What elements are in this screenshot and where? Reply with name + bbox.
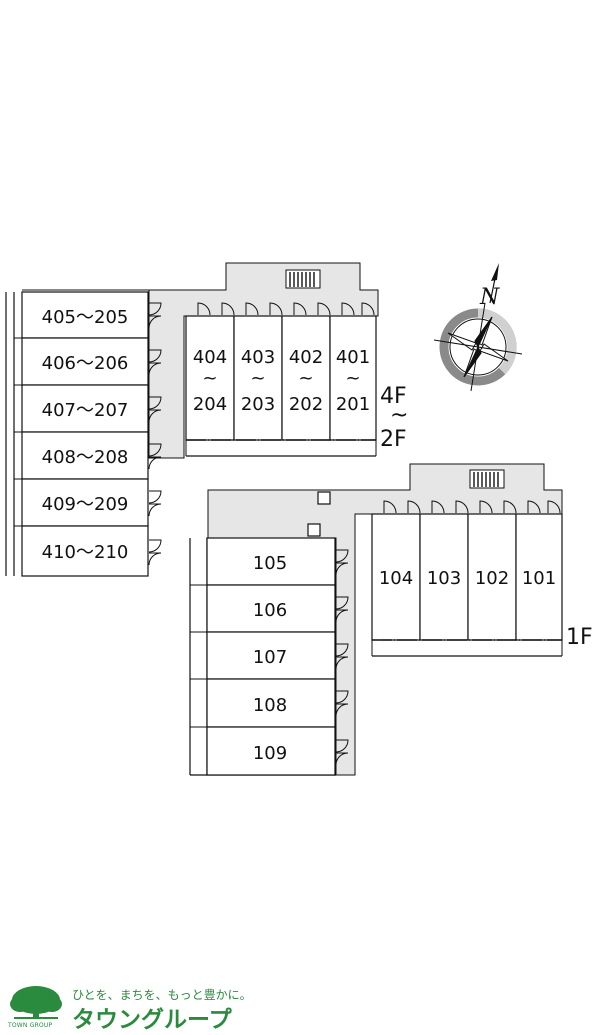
unit-label-105: 105 xyxy=(253,553,287,574)
unit-404 xyxy=(185,315,235,441)
unit-label-401-sep: ~ xyxy=(345,368,360,389)
unit-label-404-top: 404 xyxy=(193,347,227,368)
floor-plan: 405～205 406～206 407～207 408～208 409～209 … xyxy=(5,262,593,776)
door-icon xyxy=(148,539,162,553)
unit-410 xyxy=(21,525,149,577)
door-icon xyxy=(479,500,493,514)
unit-102 xyxy=(467,513,517,641)
door-icon xyxy=(245,302,259,316)
corridor-4f-2f xyxy=(22,262,379,459)
north-units-1f: 104 103 102 101 xyxy=(371,500,563,657)
floor-label-4f: 4F xyxy=(380,384,407,409)
stairs-icon xyxy=(469,469,505,489)
unit-label-402-sep: ~ xyxy=(298,368,313,389)
unit-label-403-top: 403 xyxy=(241,347,275,368)
unit-label-102: 102 xyxy=(475,568,509,589)
door-icon xyxy=(341,302,355,316)
unit-107 xyxy=(206,631,336,680)
west-units-1f: 105 106 107 108 109 xyxy=(190,537,349,776)
door-icon xyxy=(335,739,349,753)
unit-label-104: 104 xyxy=(379,568,413,589)
logo-name: タウングループ xyxy=(72,1007,232,1033)
unit-label-402-top: 402 xyxy=(289,347,323,368)
pillar xyxy=(307,523,321,537)
unit-label-108: 108 xyxy=(253,695,287,716)
town-group-logo: TOWN GROUP ひとを、まちを、もっと豊かに。 タウングループ xyxy=(6,982,306,1033)
logo-slogan: ひとを、まちを、もっと豊かに。 xyxy=(72,988,252,1002)
unit-109 xyxy=(206,726,336,776)
unit-409 xyxy=(21,478,149,527)
door-icon xyxy=(148,302,162,316)
door-icon xyxy=(148,443,162,457)
unit-label-404-bottom: 204 xyxy=(193,394,227,415)
door-icon xyxy=(197,302,211,316)
tree-logo-icon xyxy=(10,986,62,1019)
pillar xyxy=(317,491,331,505)
logo-caption: TOWN GROUP xyxy=(8,1022,53,1029)
unit-label-410: 410～210 xyxy=(42,542,129,563)
unit-106 xyxy=(206,584,336,633)
unit-406 xyxy=(21,337,149,386)
unit-402 xyxy=(281,315,331,441)
unit-407 xyxy=(21,384,149,433)
unit-label-406: 406～206 xyxy=(42,353,129,374)
unit-label-402-bottom: 202 xyxy=(289,394,323,415)
unit-label-409: 409～209 xyxy=(42,494,129,515)
unit-label-408: 408～208 xyxy=(42,447,129,468)
door-icon xyxy=(335,643,349,657)
door-icon xyxy=(383,500,397,514)
door-icon xyxy=(148,490,162,504)
unit-401 xyxy=(329,315,377,441)
door-icon xyxy=(148,396,162,410)
unit-label-103: 103 xyxy=(427,568,461,589)
stairs-icon xyxy=(285,269,321,289)
west-units-4f-2f: 405～205 406～206 407～207 408～208 409～209 … xyxy=(14,291,162,577)
compass-icon xyxy=(433,263,523,392)
unit-label-405: 405～205 xyxy=(42,307,129,328)
unit-104 xyxy=(371,513,421,641)
compass-north-label: N xyxy=(479,285,500,310)
unit-label-407: 407～207 xyxy=(42,400,129,421)
unit-label-106: 106 xyxy=(253,600,287,621)
unit-label-401-bottom: 201 xyxy=(336,394,370,415)
door-icon xyxy=(335,549,349,563)
door-icon xyxy=(335,690,349,704)
unit-label-107: 107 xyxy=(253,647,287,668)
unit-403 xyxy=(233,315,283,441)
door-icon xyxy=(335,596,349,610)
door-icon xyxy=(431,500,445,514)
door-icon xyxy=(148,349,162,363)
unit-105 xyxy=(206,537,336,586)
unit-label-401-top: 401 xyxy=(336,347,370,368)
unit-408 xyxy=(21,431,149,480)
floor-label-1f: 1F xyxy=(566,625,593,650)
floor-label-2f: 2F xyxy=(380,427,407,452)
unit-label-403-bottom: 203 xyxy=(241,394,275,415)
unit-label-404-sep: ~ xyxy=(202,368,217,389)
north-units-4f-2f: 404 ~ 204 403 ~ 203 402 ~ 202 401 ~ 201 xyxy=(185,302,377,457)
unit-label-101: 101 xyxy=(522,568,556,589)
unit-405 xyxy=(21,291,149,339)
door-icon xyxy=(293,302,307,316)
unit-label-109: 109 xyxy=(253,743,287,764)
door-icon xyxy=(527,500,541,514)
unit-101 xyxy=(515,513,563,641)
unit-label-403-sep: ~ xyxy=(250,368,265,389)
floor-label-sep: ~ xyxy=(390,403,408,428)
